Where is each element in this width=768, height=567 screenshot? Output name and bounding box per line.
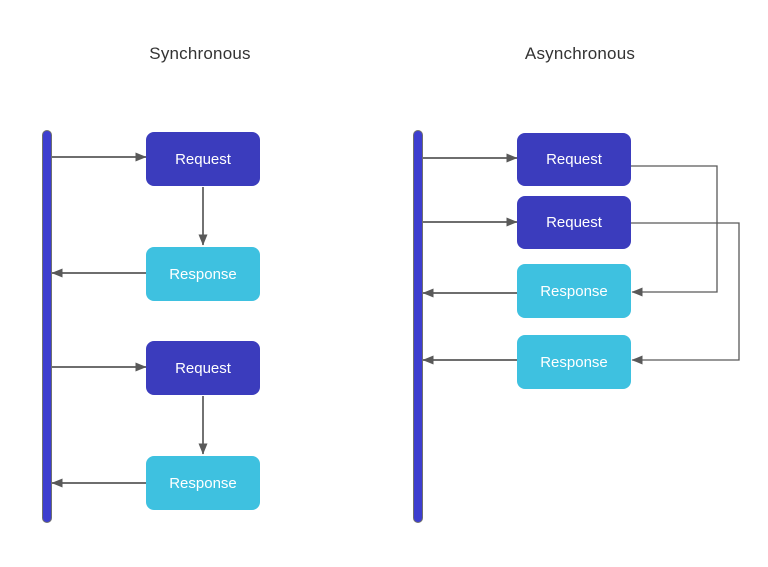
sync-response-box-1: Response bbox=[146, 247, 260, 301]
sync-lifeline-bar bbox=[42, 130, 52, 523]
sync-request-box-2: Request bbox=[146, 341, 260, 395]
async-request-label-1: Request bbox=[546, 151, 602, 168]
elbow-async-request1-to-response1 bbox=[631, 165, 718, 297]
async-lifeline-bar bbox=[413, 130, 423, 523]
elbow-async-request2-to-response2 bbox=[631, 222, 740, 365]
async-response-label-2: Response bbox=[540, 353, 608, 371]
sync-section-title: Synchronous bbox=[149, 44, 251, 63]
async-response-label-1: Response bbox=[540, 282, 608, 300]
sync-response-label-1: Response bbox=[169, 265, 237, 283]
async-response-box-1: Response bbox=[517, 264, 631, 318]
sync-response-box-2: Response bbox=[146, 456, 260, 510]
sync-request-label-2: Request bbox=[175, 359, 231, 377]
sync-response-label-2: Response bbox=[169, 474, 237, 492]
async-response-box-2: Response bbox=[517, 335, 631, 389]
async-section-title: Asynchronous bbox=[524, 44, 636, 63]
sync-request-box-1: Request bbox=[146, 132, 260, 186]
async-request-box-1: Request bbox=[517, 133, 631, 186]
async-request-label-2: Request bbox=[546, 214, 602, 231]
sync-request-label-1: Request bbox=[175, 150, 231, 168]
async-request-box-2: Request bbox=[517, 196, 631, 249]
